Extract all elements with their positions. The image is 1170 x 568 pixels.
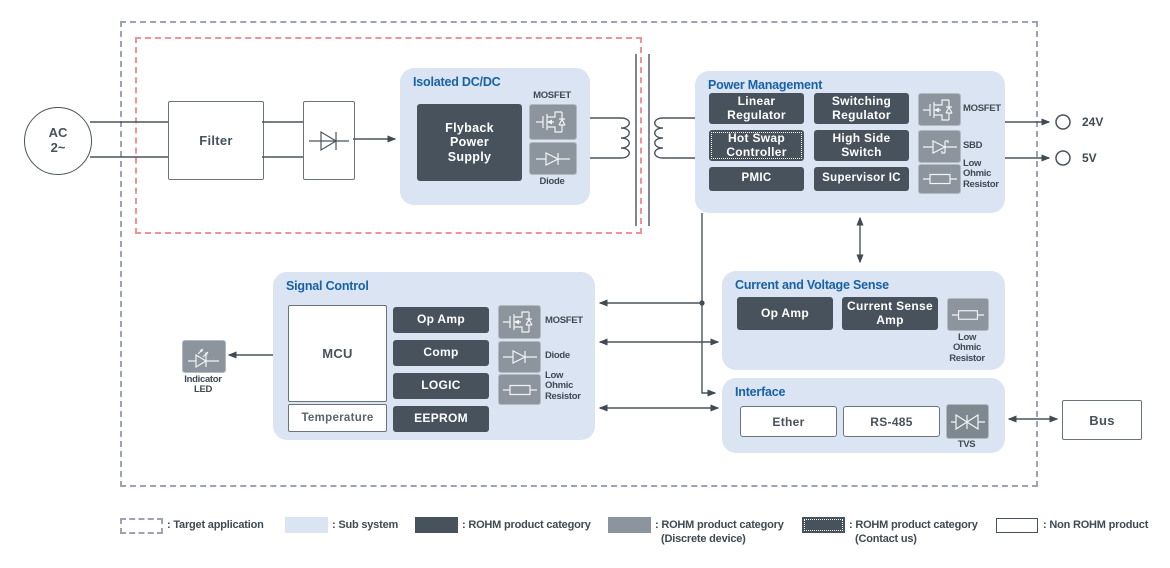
cvs-low-ohmic-label: Low Ohmic Resistor [949, 332, 985, 364]
legend-subsystem-swatch [285, 517, 328, 533]
bus-label: Bus [1089, 412, 1115, 428]
flyback-power-supply-block: Flyback Power Supply [417, 104, 522, 181]
bus-box: Bus [1062, 400, 1142, 440]
op-amp-block: Op Amp [393, 307, 489, 333]
dcdc-mosfet-label: MOSFET [533, 90, 571, 101]
panel-interface-title: Interface [735, 385, 786, 399]
legend-target-label: : Target application [167, 519, 264, 531]
rs485-box: RS-485 [843, 406, 940, 437]
ether-box: Ether [740, 406, 837, 437]
tvs-icon [946, 404, 989, 439]
ether-label: Ether [772, 414, 805, 429]
cvs-op-amp-block: Op Amp [737, 297, 833, 330]
terminal-5v [1055, 150, 1071, 166]
target-application-border [120, 21, 1038, 487]
legend-target-swatch [120, 518, 163, 534]
panel-current-voltage-sense-title: Current and Voltage Sense [735, 278, 889, 292]
legend-contact-swatch [802, 517, 845, 533]
sc-low-ohmic-label: Low Ohmic Resistor [545, 370, 581, 402]
legend-contact-sublabel: (Contact us) [855, 533, 917, 545]
hot-swap-controller-block: Hot Swap Controller [709, 130, 804, 161]
panel-signal-control-title: Signal Control [286, 279, 369, 293]
legend-contact-label: : ROHM product category [849, 519, 978, 531]
pm-low-ohmic-label: Low Ohmic Resistor [963, 158, 999, 190]
switching-regulator-block: Switching Regulator [814, 93, 909, 124]
filter-label: Filter [199, 133, 233, 148]
legend-rohm-swatch [415, 517, 458, 533]
temperature-label: Temperature [301, 412, 374, 424]
legend-discrete-swatch [608, 517, 651, 533]
legend-discrete-label: : ROHM product category [655, 519, 784, 531]
terminal-24v [1055, 114, 1071, 130]
pm-mosfet-label: MOSFET [963, 103, 1001, 114]
high-side-switch-block: High Side Switch [814, 130, 909, 161]
pmic-block: PMIC [709, 167, 804, 191]
legend-discrete-sublabel: (Discrete device) [661, 533, 746, 545]
supervisor-ic-block: Supervisor IC [814, 167, 909, 191]
legend-non-rohm-swatch [996, 518, 1038, 533]
sc-mosfet-label: MOSFET [545, 315, 583, 326]
flyback-label: Flyback Power Supply [445, 120, 494, 164]
pm-mosfet-icon [918, 93, 961, 126]
logic-block: LOGIC [393, 373, 489, 399]
ac-source-phase: 2~ [50, 140, 66, 155]
panel-power-management-title: Power Management [708, 78, 823, 92]
indicator-led-icon [182, 340, 226, 373]
dcdc-diode-icon [529, 142, 577, 175]
dcdc-diode-label: Diode [539, 176, 565, 187]
output-5v-label: 5V [1082, 151, 1097, 165]
pm-low-ohmic-icon [918, 164, 961, 194]
pm-sbd-label: SBD [963, 140, 983, 151]
sc-diode-icon [498, 341, 541, 373]
temperature-box: Temperature [288, 404, 387, 432]
mcu-label: MCU [322, 346, 353, 361]
sc-diode-label: Diode [545, 350, 570, 361]
current-sense-amp-block: Current Sense Amp [842, 297, 938, 330]
eeprom-block: EEPROM [393, 406, 489, 432]
rectifier-diode-icon [309, 130, 349, 151]
rectifier-box [303, 101, 355, 180]
sc-mosfet-icon [498, 305, 541, 339]
legend-non-rohm-label: : Non ROHM product [1043, 519, 1149, 531]
ac-source-label: AC [48, 125, 68, 141]
panel-isolated-dcdc-title: Isolated DC/DC [413, 75, 501, 89]
rs485-label: RS-485 [870, 414, 913, 429]
filter-box: Filter [168, 101, 264, 180]
tvs-label: TVS [957, 439, 976, 450]
indicator-led-label: Indicator LED [184, 374, 222, 396]
comp-block: Comp [393, 340, 489, 366]
mcu-box: MCU [288, 305, 387, 402]
legend-subsystem-label: : Sub system [332, 519, 399, 531]
ac-source: AC 2~ [24, 107, 92, 175]
primary-side-border [135, 37, 642, 234]
output-24v-label: 24V [1082, 115, 1104, 129]
dcdc-mosfet-icon [529, 104, 577, 140]
cvs-low-ohmic-icon [947, 298, 989, 331]
sc-low-ohmic-icon [498, 374, 541, 405]
linear-regulator-block: Linear Regulator [709, 93, 804, 124]
pm-sbd-icon [918, 130, 961, 163]
legend-rohm-label: : ROHM product category [462, 519, 591, 531]
